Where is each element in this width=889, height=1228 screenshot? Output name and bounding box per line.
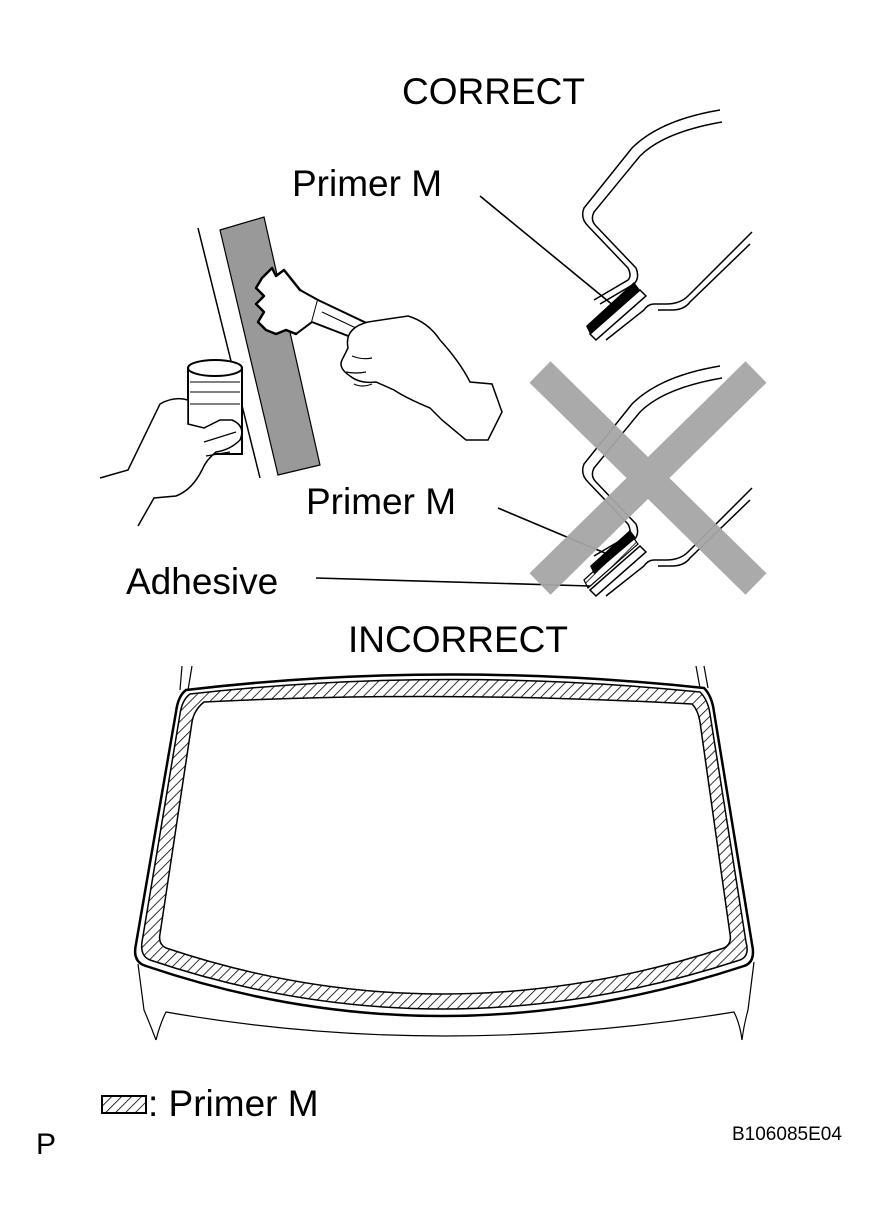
corner-letter: P [36, 1128, 56, 1161]
primer-label-lower: Primer M [306, 481, 456, 522]
right-hand [340, 315, 503, 441]
adhesive-label: Adhesive [126, 561, 278, 602]
incorrect-primer-band [590, 530, 636, 574]
legend-hatch-swatch [101, 1095, 147, 1114]
windshield-outline [133, 665, 755, 1041]
primer-leader-upper [479, 195, 615, 307]
figure-code: B106085E04 [732, 1124, 842, 1145]
windshield-primer-band [140, 678, 748, 1010]
incorrect-x-icon [529, 361, 767, 595]
correct-primer-band [586, 282, 640, 334]
primer-label-upper: Primer M [292, 163, 442, 204]
legend-label: : Primer M [148, 1083, 319, 1124]
primer-band [219, 216, 321, 476]
body-frame-edge [197, 227, 261, 479]
left-hand [99, 397, 243, 527]
incorrect-label: INCORRECT [348, 619, 568, 660]
brush-application-illustration [99, 216, 503, 527]
correct-label: CORRECT [402, 71, 585, 112]
correct-cross-section [479, 109, 753, 342]
